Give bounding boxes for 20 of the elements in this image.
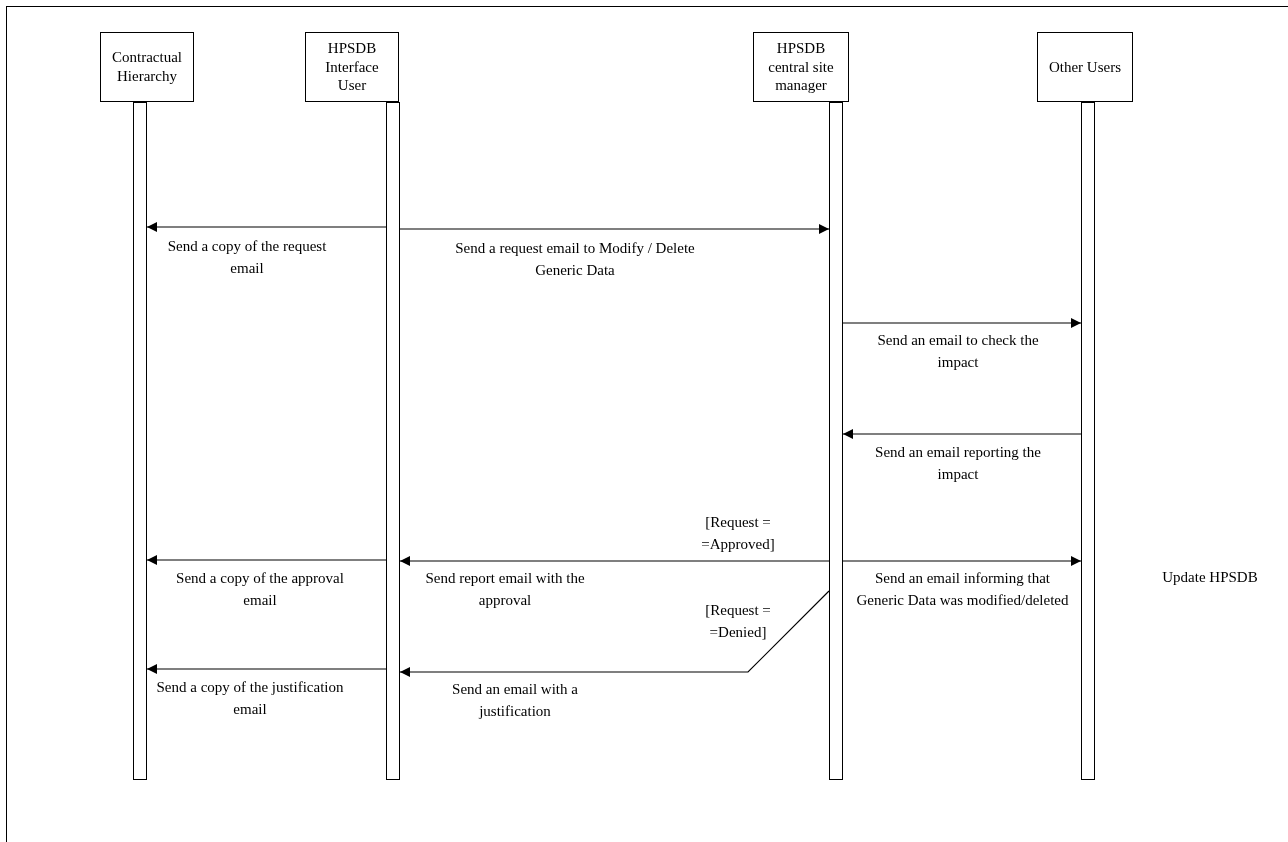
lifeline-bar — [1081, 102, 1095, 780]
participant-box: Contractual Hierarchy — [100, 32, 194, 102]
message-arrow — [146, 664, 387, 674]
message-arrow — [399, 590, 830, 677]
message-arrow — [842, 318, 1082, 328]
message-arrow — [399, 224, 830, 234]
guard-condition: [Request = =Approved] — [700, 513, 776, 554]
lifeline-bar — [829, 102, 843, 780]
message-arrow — [842, 556, 1082, 566]
message-arrow — [399, 556, 830, 566]
participant-box: HPSDB central site manager — [753, 32, 849, 102]
message-arrow — [146, 222, 387, 232]
lifeline-bar — [133, 102, 147, 780]
message-arrow — [146, 555, 387, 565]
lifeline-bar — [386, 102, 400, 780]
message-arrow — [842, 429, 1082, 439]
note-text: Update HPSDB — [1161, 568, 1259, 587]
guard-condition: [Request = =Denied] — [704, 601, 772, 642]
participant-box: HPSDB Interface User — [305, 32, 399, 102]
participant-box: Other Users — [1037, 32, 1133, 102]
